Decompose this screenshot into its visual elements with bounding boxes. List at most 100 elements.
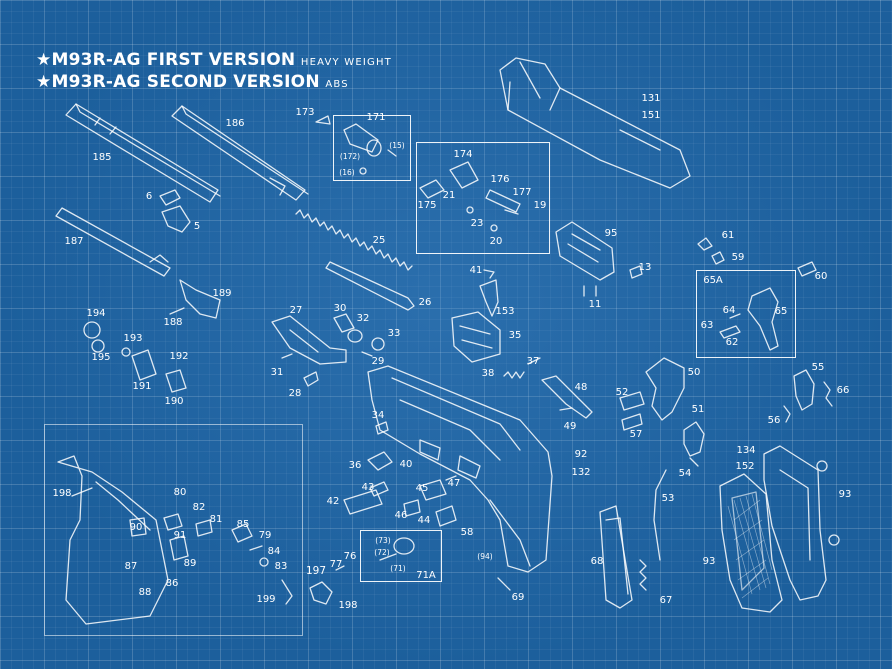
part-label: 86 <box>165 578 179 589</box>
part-label: 65 <box>774 306 788 317</box>
part-190-195-barrel-parts <box>83 321 187 393</box>
part-label: 194 <box>86 308 106 319</box>
part-189-188 <box>169 279 221 319</box>
part-label: 67 <box>659 595 673 606</box>
part-label: 54 <box>678 468 692 479</box>
part-5-6-small-parts <box>159 189 191 233</box>
part-label: 48 <box>574 382 588 393</box>
part-28-pin <box>303 371 319 387</box>
part-label: 175 <box>417 200 437 211</box>
part-30-33-hammer-parts <box>333 313 385 357</box>
part-label: 195 <box>91 352 111 363</box>
part-label: 88 <box>138 587 152 598</box>
part-label: 192 <box>169 351 189 362</box>
part-label: 92 <box>574 449 588 460</box>
part-label: 82 <box>192 502 206 513</box>
part-label: 56 <box>767 415 781 426</box>
callout-box-65a <box>696 270 796 358</box>
title-first-version: ★M93R-AG FIRST VERSION HEAVY WEIGHT <box>36 50 392 70</box>
part-label: 27 <box>289 305 303 316</box>
part-label: 61 <box>721 230 735 241</box>
part-36-47-small-parts <box>343 451 457 527</box>
callout-box-71a <box>360 530 442 582</box>
part-26-guide-rod <box>325 261 415 311</box>
part-label: 37 <box>526 356 540 367</box>
callout-box-171 <box>333 115 411 181</box>
part-label: 20 <box>489 236 503 247</box>
part-label: 193 <box>123 333 143 344</box>
part-label: 84 <box>267 546 281 557</box>
part-label: 188 <box>163 317 183 328</box>
part-65-sear <box>719 287 779 351</box>
part-label: 47 <box>447 478 461 489</box>
part-80-91-small-parts <box>129 513 293 605</box>
part-label: 32 <box>356 313 370 324</box>
title-second-version: ★M93R-AG SECOND VERSION ABS <box>36 72 349 92</box>
part-label: 197 <box>305 565 327 577</box>
part-134-grip-panel <box>763 445 840 601</box>
part-label: 153 <box>495 306 515 317</box>
part-label: 199 <box>256 594 276 605</box>
part-label: 68 <box>590 556 604 567</box>
part-173-pin <box>315 115 331 125</box>
title-star: ★ <box>36 72 52 92</box>
part-67-spring <box>639 559 647 591</box>
part-37-38-springs <box>503 357 541 379</box>
part-label: 11 <box>588 299 602 310</box>
part-label: 80 <box>173 487 187 498</box>
part-label: 91 <box>173 530 187 541</box>
part-label: 6 <box>145 191 153 202</box>
part-label: 69 <box>511 592 525 603</box>
part-label: 59 <box>731 252 745 263</box>
part-153-trigger-bar <box>479 269 499 317</box>
title-main: M93R-AG SECOND VERSION <box>51 72 320 92</box>
part-label: 93 <box>702 556 716 567</box>
part-label: (72) <box>374 548 390 557</box>
part-187-inner-barrel <box>55 207 171 277</box>
part-60-spring <box>797 261 817 277</box>
part-label: 174 <box>453 149 473 160</box>
part-label: 173 <box>295 107 315 118</box>
callout-box-174 <box>416 142 550 254</box>
part-71-assembly <box>379 537 415 561</box>
part-31-pin <box>281 353 293 359</box>
part-label: 87 <box>124 561 138 572</box>
part-label: 151 <box>641 110 661 121</box>
part-93-left-grip <box>719 473 783 613</box>
part-label: 131 <box>641 93 661 104</box>
part-51-54-parts <box>683 421 705 467</box>
part-label: 63 <box>700 320 714 331</box>
part-label: 134 <box>736 445 756 456</box>
part-50-hammer <box>645 357 685 421</box>
part-label: 31 <box>270 367 284 378</box>
part-label: 177 <box>512 187 532 198</box>
part-label: (73) <box>375 536 391 545</box>
part-label: 71A <box>416 570 436 581</box>
part-label: 81 <box>209 514 223 525</box>
part-198-grip-frame <box>57 455 169 625</box>
part-label: 43 <box>361 482 375 493</box>
part-27-trigger-frame <box>271 315 347 365</box>
part-34-pin <box>375 421 389 435</box>
part-label: 90 <box>129 522 143 533</box>
callout-box-grip-group <box>44 424 303 636</box>
part-label: 198 <box>52 488 72 499</box>
part-label: 50 <box>687 367 701 378</box>
part-label: 190 <box>164 396 184 407</box>
part-label: 64 <box>722 305 736 316</box>
part-11-pins <box>583 285 597 297</box>
part-131-slide <box>499 57 691 189</box>
part-label: 45 <box>415 483 429 494</box>
part-label: 62 <box>725 337 739 348</box>
part-label: 41 <box>469 265 483 276</box>
part-label: 49 <box>563 421 577 432</box>
part-label: 186 <box>225 118 245 129</box>
part-label: 51 <box>691 404 705 415</box>
part-label: 93 <box>838 489 852 500</box>
part-48-49-lever <box>541 375 593 419</box>
part-label: 132 <box>571 467 591 478</box>
part-label: (71) <box>390 564 406 573</box>
part-label: 53 <box>661 493 675 504</box>
